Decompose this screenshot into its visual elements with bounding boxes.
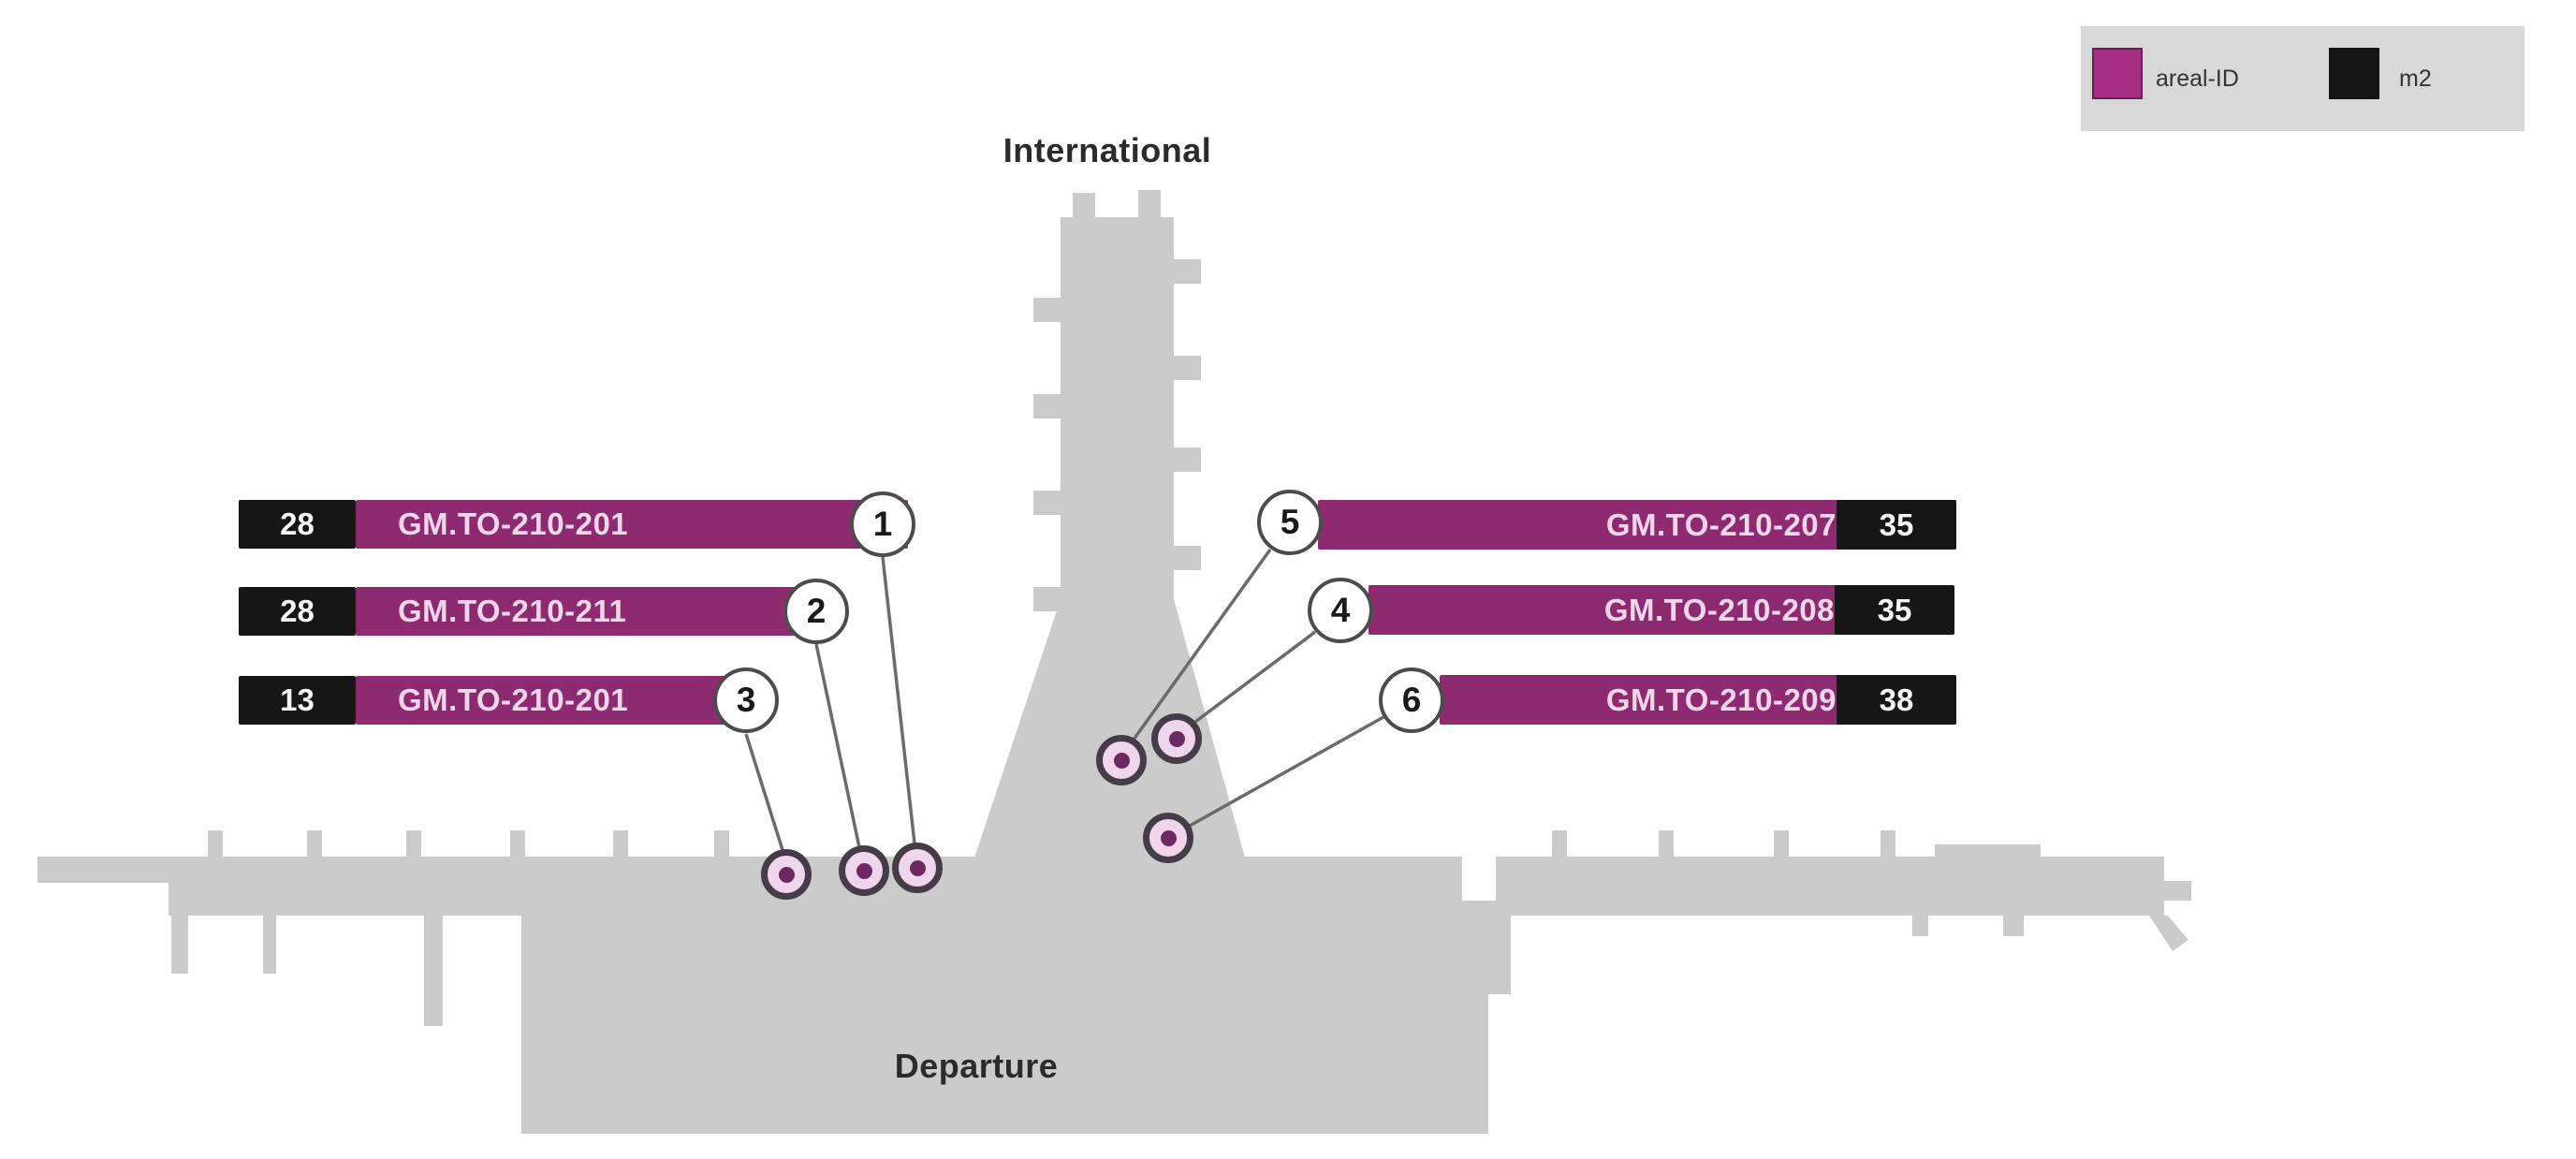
concourse-gate xyxy=(1552,830,1567,858)
concourse-left-tip xyxy=(37,857,170,883)
areal-id-bar[interactable]: GM.TO-210-209 xyxy=(1440,675,1874,725)
leader-line-1 xyxy=(881,556,916,844)
pier-gate-left xyxy=(1033,394,1061,418)
callout-circle-3[interactable]: 3 xyxy=(713,668,779,733)
legend-m2-label: m2 xyxy=(2399,65,2432,92)
building-notch xyxy=(1462,847,1496,901)
concourse-stub-below xyxy=(263,914,276,974)
areal-id-bar[interactable]: GM.TO-210-201 xyxy=(356,500,908,549)
legend-areal-label: areal-ID xyxy=(2156,65,2239,92)
concourse-gate xyxy=(1774,830,1789,858)
areal-id-bar[interactable]: GM.TO-210-208 xyxy=(1368,585,1872,635)
map-marker-6[interactable] xyxy=(1143,813,1193,863)
pier-column xyxy=(1061,217,1174,601)
pier-base xyxy=(974,599,1245,858)
map-marker-5[interactable] xyxy=(1096,735,1147,785)
callout-circle-2[interactable]: 2 xyxy=(783,579,849,644)
m2-value: 13 xyxy=(239,676,356,725)
concourse-stub-below xyxy=(424,914,443,1026)
concourse-stub-below xyxy=(2003,914,2024,936)
concourse-gate xyxy=(208,830,223,858)
legend: areal-ID m2 xyxy=(2081,26,2525,131)
concourse-right-finger xyxy=(2149,916,2188,951)
concourse-gate xyxy=(307,830,322,858)
m2-value: 28 xyxy=(239,587,356,636)
m2-value: 35 xyxy=(1835,585,1954,635)
leader-line-2 xyxy=(814,643,861,848)
concourse-stub-below xyxy=(1912,914,1928,936)
pier-gate-left xyxy=(1033,587,1061,611)
pier-gate-right xyxy=(1173,546,1201,570)
pier-gate-right xyxy=(1173,447,1201,472)
departure-label: Departure xyxy=(894,1047,1059,1085)
leader-line-3 xyxy=(744,733,784,851)
callout-circle-1[interactable]: 1 xyxy=(850,491,915,557)
m2-value: 35 xyxy=(1837,500,1956,550)
international-label: International xyxy=(1003,131,1212,169)
areal-id-bar[interactable]: GM.TO-210-207 xyxy=(1318,500,1874,550)
pier-top-gate xyxy=(1073,193,1095,221)
concourse-right-tip xyxy=(2139,857,2191,916)
terminal-building-shape xyxy=(37,190,2191,1134)
concourse-gate xyxy=(510,830,525,858)
concourse-stub-below xyxy=(171,914,188,974)
departure-block xyxy=(521,857,1488,1134)
concourse-gate xyxy=(714,830,729,858)
areal-id-bar[interactable]: GM.TO-210-211 xyxy=(356,587,836,636)
map-marker-4[interactable] xyxy=(1151,713,1202,764)
concourse-gate xyxy=(406,830,421,858)
concourse-gate xyxy=(1881,830,1895,858)
leader-lines xyxy=(744,548,1384,851)
map-marker-1[interactable] xyxy=(892,843,943,893)
areal-id-bar[interactable]: GM.TO-210-201 xyxy=(356,676,763,725)
areal-id-swatch xyxy=(2092,48,2143,99)
pier-gate-right xyxy=(1173,259,1201,284)
callout-circle-6[interactable]: 6 xyxy=(1379,668,1444,733)
pier-gate-right xyxy=(1173,356,1201,380)
leader-line-6 xyxy=(1189,715,1384,828)
leader-line-4 xyxy=(1193,630,1317,724)
concourse-gate xyxy=(613,830,628,858)
callout-circle-5[interactable]: 5 xyxy=(1257,490,1323,555)
callout-circle-4[interactable]: 4 xyxy=(1308,578,1373,643)
pier-gate-left xyxy=(1033,491,1061,515)
pier-gate-left xyxy=(1033,298,1061,322)
pier-top-gate xyxy=(1138,190,1161,221)
departure-block-step xyxy=(1488,901,1511,994)
map-marker-2[interactable] xyxy=(839,845,889,896)
leader-line-5 xyxy=(1132,548,1272,741)
map-marker-3[interactable] xyxy=(761,849,812,900)
m2-value: 28 xyxy=(239,500,356,549)
concourse-bump xyxy=(1935,844,2041,858)
m2-value: 38 xyxy=(1837,675,1956,725)
concourse-gate xyxy=(1659,830,1674,858)
m2-swatch xyxy=(2329,48,2379,99)
